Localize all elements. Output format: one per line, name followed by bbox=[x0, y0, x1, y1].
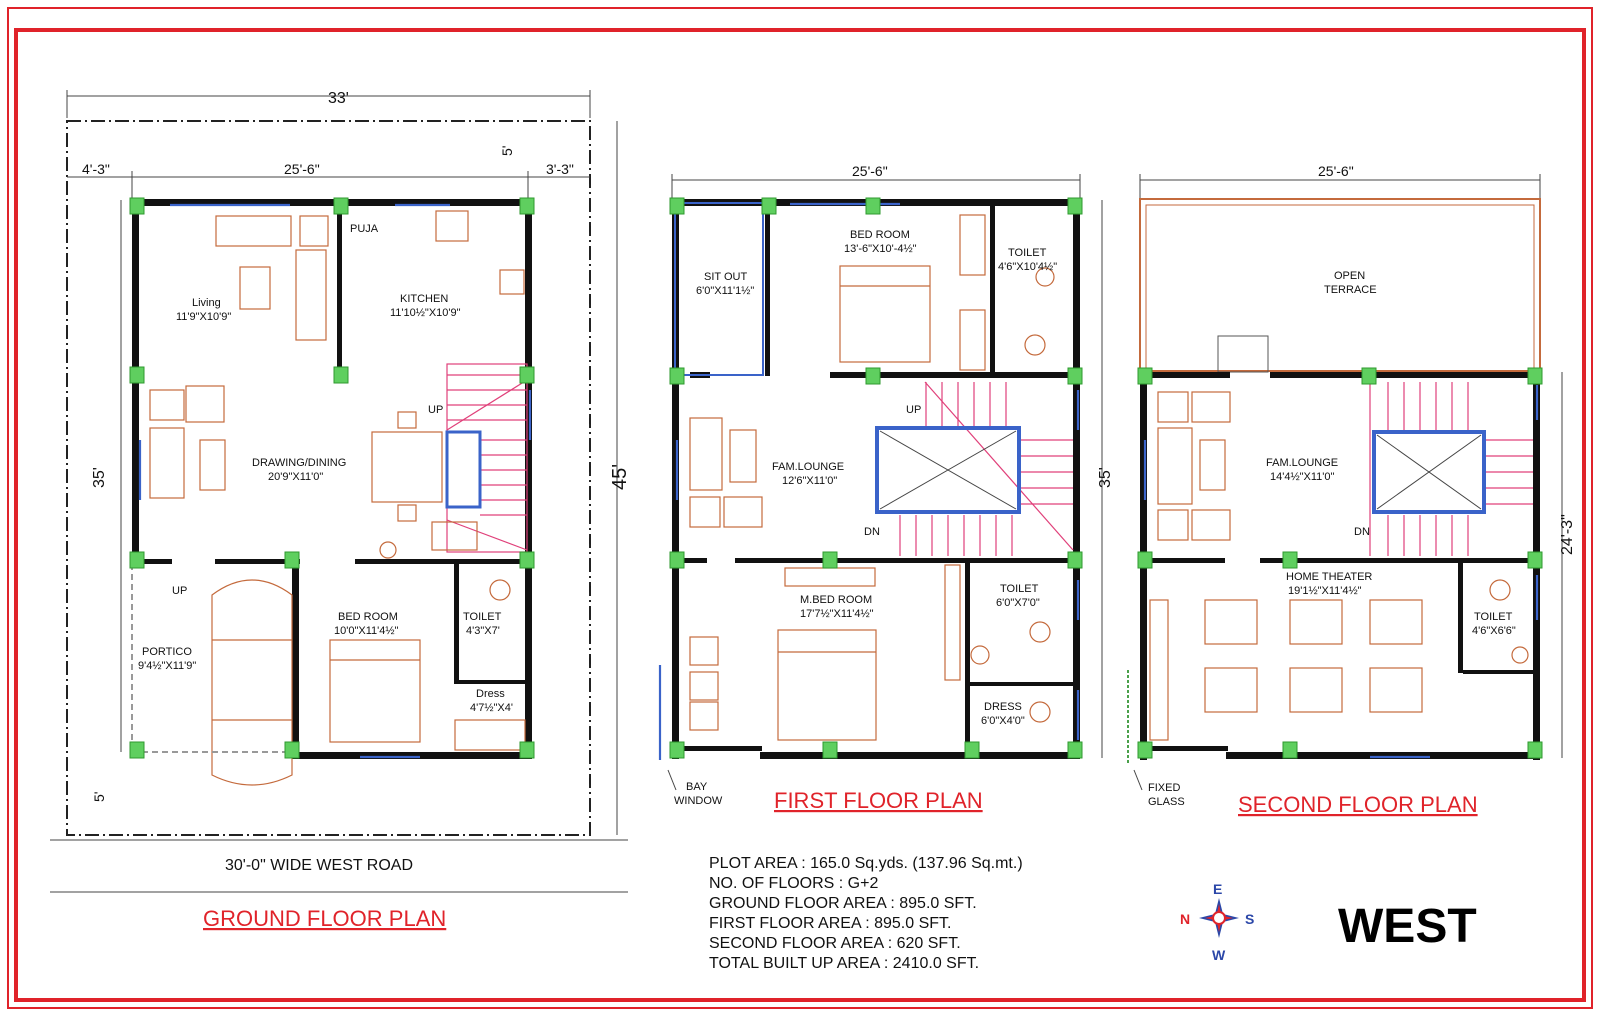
compass-w: W bbox=[1212, 947, 1226, 963]
gf-title: GROUND FLOOR PLAN bbox=[203, 906, 446, 931]
ff-toilet2-label: TOILET bbox=[1000, 583, 1039, 595]
gf-house-depth: 35' bbox=[91, 467, 108, 488]
ff-toilet2-size: 6'0"X7'0" bbox=[996, 597, 1040, 609]
sf-toilet-label: TOILET bbox=[1474, 611, 1513, 623]
sf-width: 25'-6" bbox=[1318, 163, 1354, 179]
gf-front-setback: 5' bbox=[499, 146, 515, 156]
compass-s: S bbox=[1245, 911, 1254, 927]
gf-kitchen-size: 11'10½"X10'9" bbox=[390, 307, 461, 319]
gf-portico-label: PORTICO bbox=[142, 646, 192, 658]
gf-dress-size: 4'7½"X4' bbox=[470, 702, 513, 714]
sf-fixed-label: FIXED bbox=[1148, 782, 1180, 794]
gf-drawing-label: DRAWING/DINING bbox=[252, 457, 346, 469]
ff-depth: 35' bbox=[1097, 467, 1114, 488]
gf-living-label: Living bbox=[192, 297, 221, 309]
sf-dn-label: DN bbox=[1354, 526, 1370, 538]
sf-theater-size: 19'1½"X11'4½" bbox=[1288, 585, 1362, 597]
ground-floor-plan: 33' 4'-3" 25'-6" 3'-3" 5' 35' 45' 5' bbox=[50, 90, 631, 931]
ff-title: FIRST FLOOR PLAN bbox=[774, 788, 983, 813]
sf-glass-label: GLASS bbox=[1148, 796, 1185, 808]
sf-terrace-label-1: OPEN bbox=[1334, 270, 1365, 282]
ff-lounge-label: FAM.LOUNGE bbox=[772, 461, 844, 473]
ff-bed-label: BED ROOM bbox=[850, 229, 910, 241]
compass-n: N bbox=[1180, 911, 1190, 927]
info-line-5: SECOND FLOOR AREA : 620 SFT. bbox=[709, 935, 961, 952]
ff-toilet1-label: TOILET bbox=[1008, 247, 1047, 259]
ff-bed-size: 13'-6"X10'-4½" bbox=[844, 243, 917, 255]
sf-lounge-label: FAM.LOUNGE bbox=[1266, 457, 1338, 469]
ff-sitout-label: SIT OUT bbox=[704, 271, 747, 283]
gf-portico-size: 9'4½"X11'9" bbox=[138, 660, 196, 672]
gf-bed-label: BED ROOM bbox=[338, 611, 398, 623]
sf-toilet-size: 4'6"X6'6" bbox=[1472, 625, 1516, 637]
gf-side-left: 4'-3" bbox=[82, 161, 110, 177]
gf-overall-width: 33' bbox=[328, 90, 349, 107]
sf-depth: 24'-3" bbox=[1559, 514, 1576, 555]
sf-lounge-size: 14'4½"X11'0" bbox=[1270, 471, 1335, 483]
facing-label: WEST bbox=[1338, 900, 1477, 953]
gf-up-label: UP bbox=[428, 404, 443, 416]
first-floor-plan: 25'-6" 35' bbox=[658, 163, 1114, 813]
gf-bed-size: 10'0"X11'4½" bbox=[334, 625, 399, 637]
ff-window-label: WINDOW bbox=[674, 795, 723, 807]
gf-back-setback: 5' bbox=[91, 792, 107, 802]
outer-frame bbox=[7, 7, 1593, 1009]
info-line-6: TOTAL BUILT UP AREA : 2410.0 SFT. bbox=[709, 955, 979, 972]
gf-inner-width: 25'-6" bbox=[284, 161, 320, 177]
gf-puja-label: PUJA bbox=[350, 223, 379, 235]
second-floor-plan: 25'-6" 24'-3" bbox=[1127, 163, 1576, 817]
ff-mbed-label: M.BED ROOM bbox=[800, 594, 872, 606]
gf-kitchen-label: KITCHEN bbox=[400, 293, 448, 305]
gf-toilet-size: 4'3"X7' bbox=[466, 625, 500, 637]
gf-drawing-size: 20'9"X11'0" bbox=[268, 471, 323, 483]
gf-portico-up: UP bbox=[172, 585, 187, 597]
ff-width: 25'-6" bbox=[852, 163, 888, 179]
inner-frame bbox=[14, 28, 1586, 1002]
gf-dress-label: Dress bbox=[476, 688, 505, 700]
gf-toilet-label: TOILET bbox=[463, 611, 502, 623]
ff-toilet1-size: 4'6"X10'4½" bbox=[998, 261, 1057, 273]
sf-terrace-label-2: TERRACE bbox=[1324, 284, 1377, 296]
info-line-3: GROUND FLOOR AREA : 895.0 SFT. bbox=[709, 895, 977, 912]
gf-side-right: 3'-3" bbox=[546, 161, 574, 177]
sf-theater-label: HOME THEATER bbox=[1286, 571, 1372, 583]
ff-mbed-size: 17'7½"X11'4½" bbox=[800, 608, 874, 620]
info-line-4: FIRST FLOOR AREA : 895.0 SFT. bbox=[709, 915, 951, 932]
compass-icon: E N S W bbox=[1180, 881, 1254, 963]
ff-dn-label: DN bbox=[864, 526, 880, 538]
gf-road-label: 30'-0" WIDE WEST ROAD bbox=[225, 857, 413, 874]
info-line-2: NO. OF FLOORS : G+2 bbox=[709, 875, 878, 892]
compass-e: E bbox=[1213, 881, 1222, 897]
ff-dress-size: 6'0"X4'0" bbox=[981, 715, 1025, 727]
gf-living-size: 11'9"X10'9" bbox=[176, 311, 231, 323]
gf-overall-depth: 45' bbox=[609, 464, 631, 490]
ff-bay-label: BAY bbox=[686, 781, 708, 793]
ff-dress-label: DRESS bbox=[984, 701, 1022, 713]
ff-sitout-size: 6'0"X11'1½" bbox=[696, 285, 754, 297]
sf-title: SECOND FLOOR PLAN bbox=[1238, 792, 1478, 817]
ff-up-label: UP bbox=[906, 404, 921, 416]
ff-lounge-size: 12'6"X11'0" bbox=[782, 475, 837, 487]
area-info: PLOT AREA : 165.0 Sq.yds. (137.96 Sq.mt.… bbox=[709, 855, 1023, 972]
info-line-1: PLOT AREA : 165.0 Sq.yds. (137.96 Sq.mt.… bbox=[709, 855, 1023, 872]
